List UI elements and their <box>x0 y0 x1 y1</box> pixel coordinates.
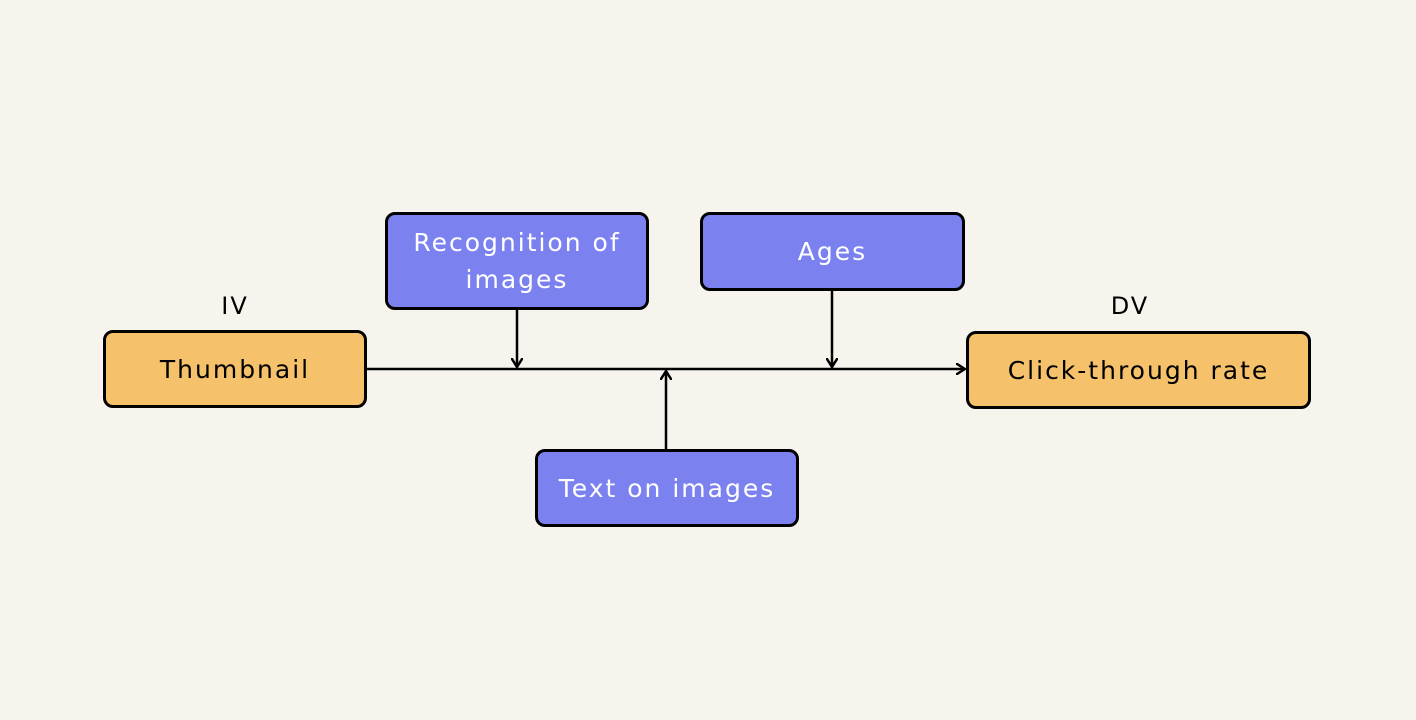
ages-box: Ages <box>700 212 965 291</box>
ages-label: Ages <box>797 237 868 266</box>
thumbnail-label: Thumbnail <box>159 354 311 384</box>
text-on-images-label: Text on images <box>558 473 776 503</box>
recognition-of-images-box: Recognition of images <box>385 212 649 310</box>
recognition-of-images-label: Recognition of images <box>413 228 621 294</box>
thumbnail-box: Thumbnail <box>103 330 367 408</box>
iv-tag: IV <box>221 292 249 320</box>
dv-tag: DV <box>1110 292 1150 320</box>
text-on-images-box: Text on images <box>535 449 799 527</box>
click-through-rate-label: Click-through rate <box>1007 355 1270 385</box>
click-through-rate-box: Click-through rate <box>966 331 1311 409</box>
